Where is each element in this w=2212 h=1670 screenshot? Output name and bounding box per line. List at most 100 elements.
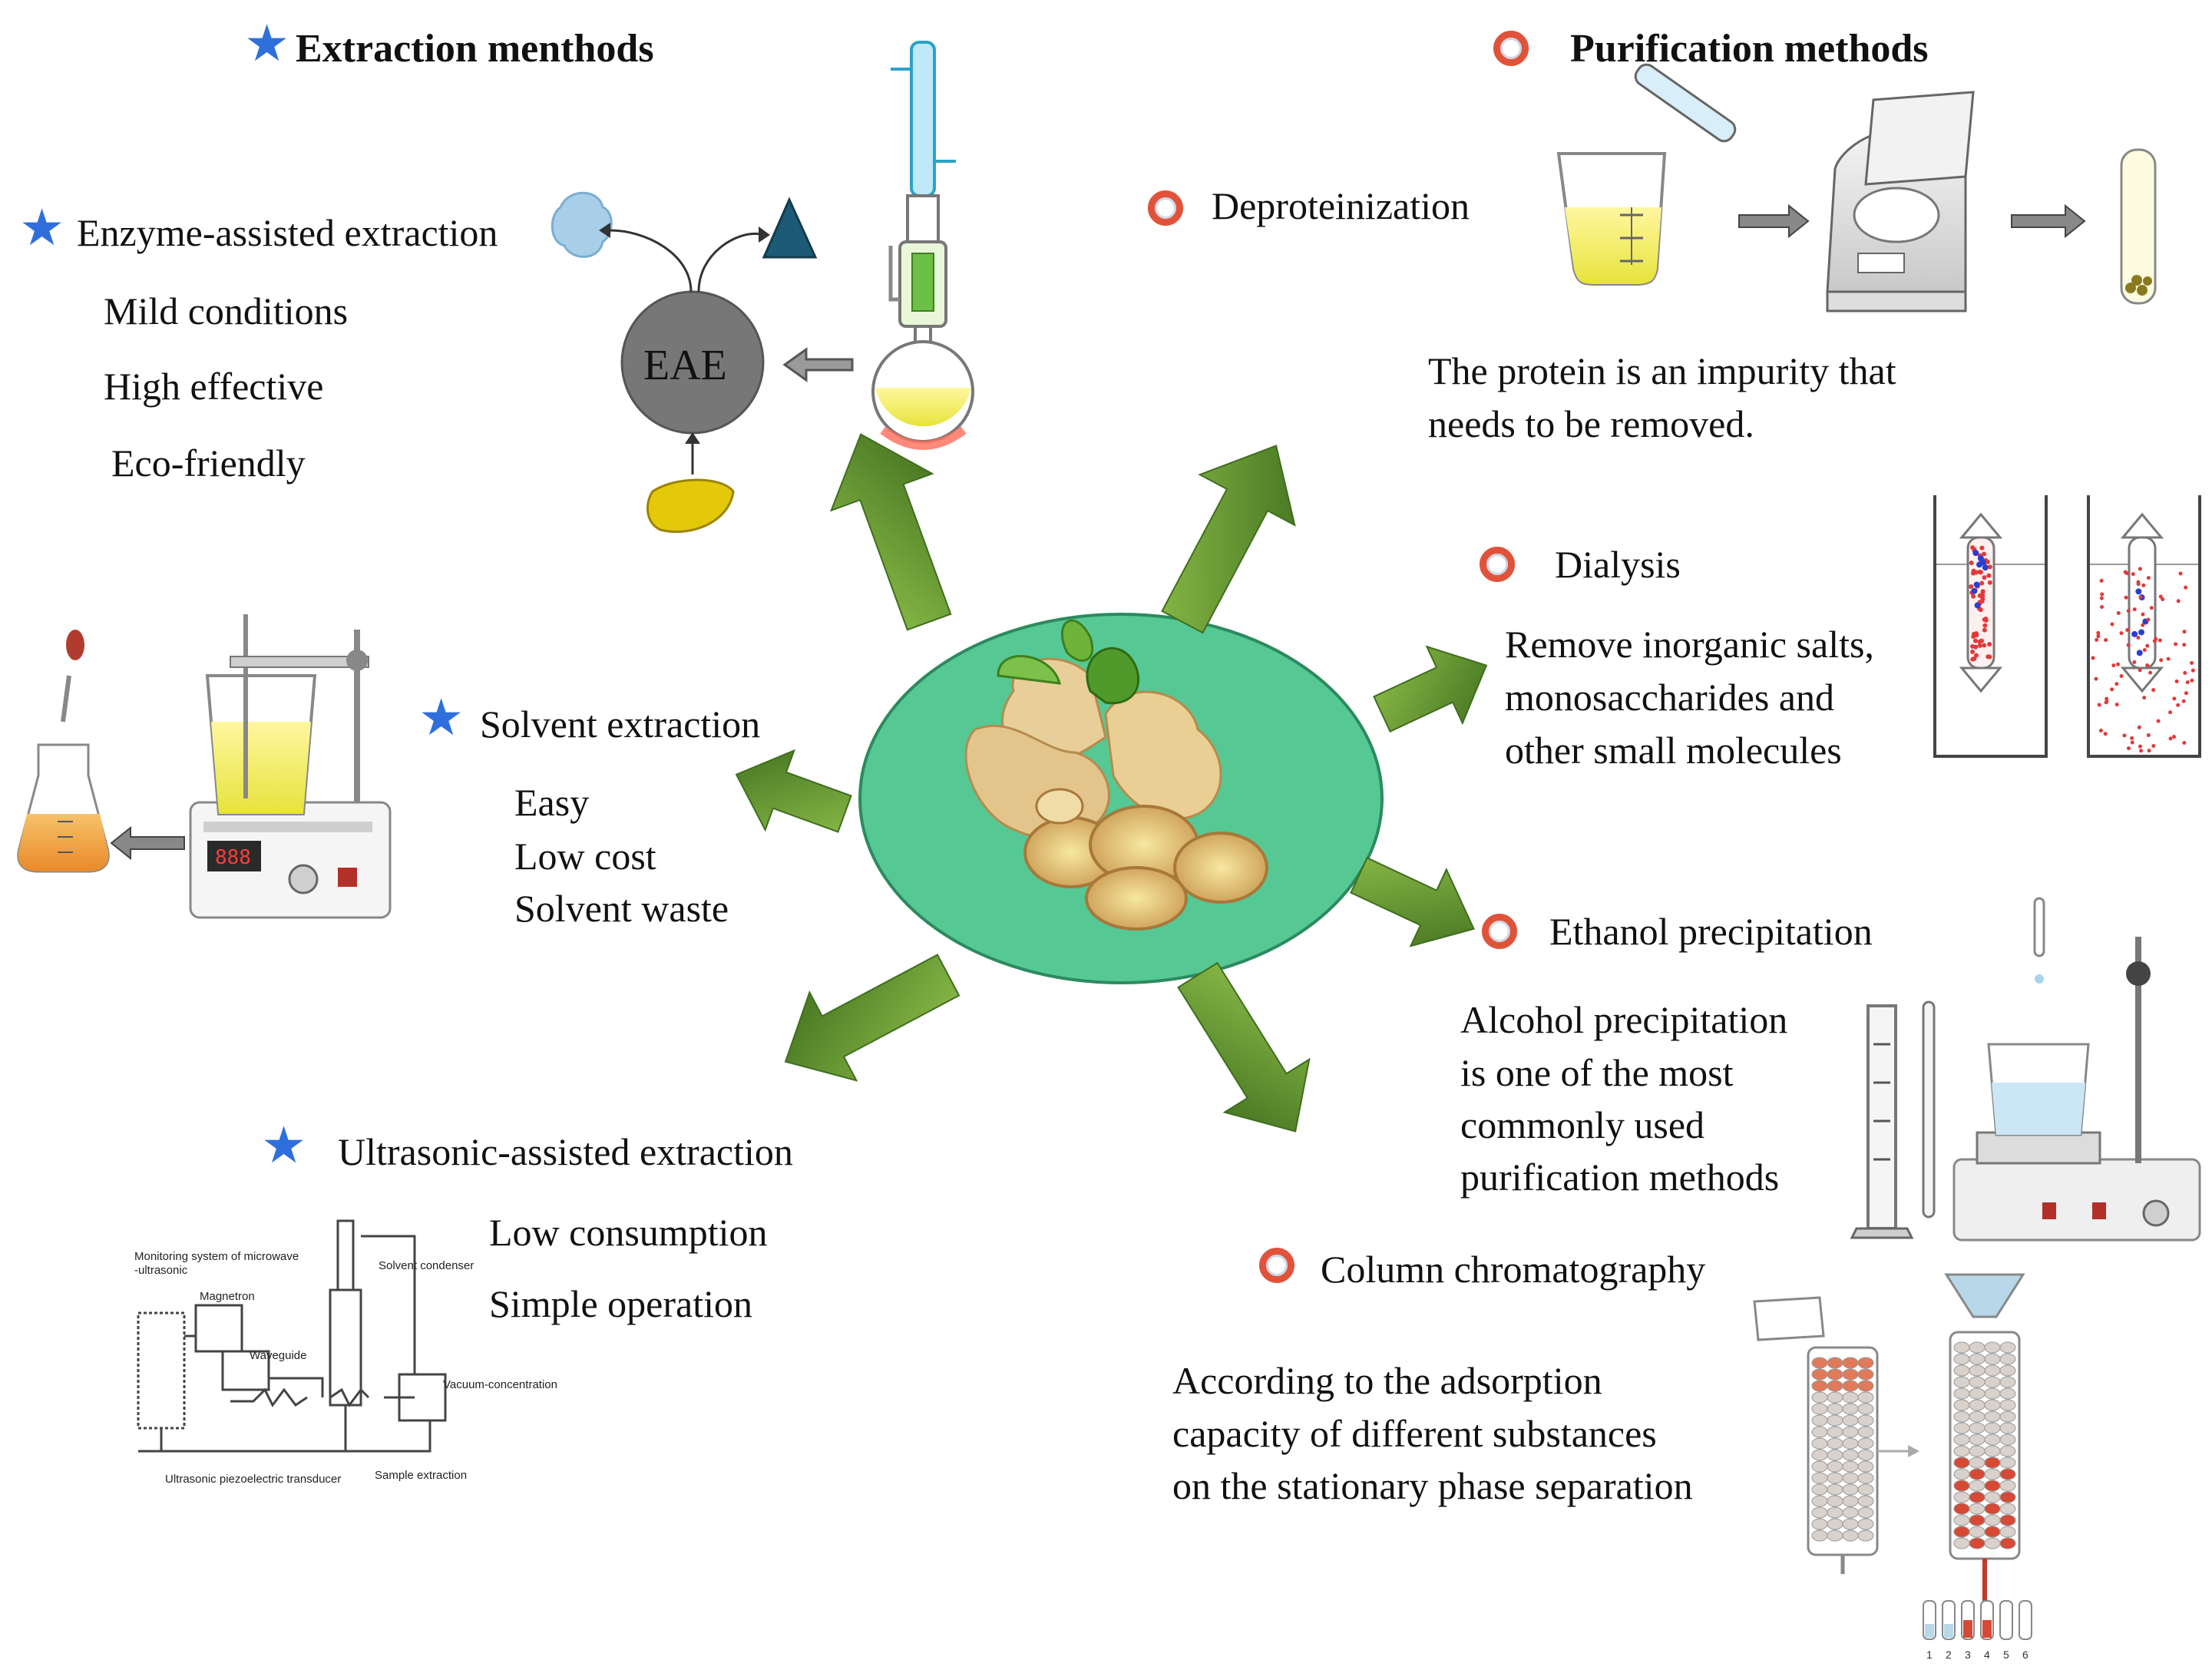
solute-dot bbox=[2145, 643, 2150, 648]
solute-dot bbox=[1982, 575, 1987, 580]
column-desc: on the stationary phase separation bbox=[1172, 1464, 1693, 1507]
solute-dot bbox=[2159, 658, 2164, 663]
macromolecule-dot bbox=[1974, 602, 1981, 609]
solute-dot bbox=[2176, 599, 2181, 604]
solute-dot bbox=[2148, 670, 2153, 675]
ethanol-title: Ethanol precipitation bbox=[1549, 910, 1873, 953]
solute-dot bbox=[2114, 682, 2119, 686]
solute-dot bbox=[2114, 703, 2119, 707]
solute-dot bbox=[1982, 643, 1987, 648]
enzyme-point: Eco-friendly bbox=[111, 441, 306, 484]
solute-dot bbox=[2104, 638, 2108, 643]
solute-dot bbox=[2130, 740, 2134, 745]
solute-dot bbox=[2103, 732, 2108, 736]
arrow-to-solvent bbox=[735, 749, 852, 833]
deproteinization-desc: needs to be removed. bbox=[1428, 402, 1754, 445]
solute-dot bbox=[2158, 594, 2163, 599]
arrow-to-column bbox=[1177, 961, 1311, 1133]
diagram-label-sample: Sample extraction bbox=[375, 1469, 468, 1482]
macromolecule-dot bbox=[1972, 550, 1979, 557]
solute-dot bbox=[1982, 623, 1988, 628]
enzyme-star-icon: ★ bbox=[19, 200, 65, 256]
dialysis-desc: other small molecules bbox=[1505, 729, 1842, 772]
solute-dot bbox=[1982, 551, 1987, 557]
solute-dot bbox=[2098, 728, 2103, 732]
solute-dot bbox=[2174, 642, 2178, 647]
solute-dot bbox=[2181, 699, 2186, 703]
solute-dot bbox=[2110, 687, 2114, 692]
solute-dot bbox=[1971, 594, 1976, 599]
solute-dot bbox=[1974, 630, 1979, 636]
solute-dot bbox=[2142, 648, 2147, 653]
solute-dot bbox=[1987, 580, 1992, 585]
arrow-to-enzyme bbox=[829, 433, 952, 631]
solute-dot bbox=[2119, 673, 2124, 678]
solute-dot bbox=[2182, 741, 2187, 746]
diagram-label-condenser: Solvent condenser bbox=[379, 1259, 474, 1272]
solute-dot bbox=[2168, 736, 2173, 741]
solute-dot bbox=[2182, 643, 2187, 647]
macromolecule-dot bbox=[2138, 629, 2145, 636]
ultrasonic-title: Ultrasonic-assisted extraction bbox=[338, 1130, 793, 1173]
arrow-to-ultrasonic bbox=[784, 954, 961, 1082]
solute-dot bbox=[2126, 746, 2131, 751]
solute-dot bbox=[1973, 653, 1979, 658]
solute-dot bbox=[2191, 668, 2195, 673]
solute-dot bbox=[2119, 631, 2124, 636]
solute-dot bbox=[2190, 678, 2194, 683]
diagram-label-vacuum: Vacuum-concentration bbox=[443, 1378, 557, 1391]
solvent-point: Solvent waste bbox=[514, 887, 729, 930]
solute-dot bbox=[2111, 663, 2116, 668]
solute-dot bbox=[2151, 744, 2156, 749]
ethanol-desc: Alcohol precipitation bbox=[1460, 998, 1788, 1041]
solute-dot bbox=[2132, 660, 2137, 664]
solute-dot bbox=[2141, 583, 2146, 587]
macromolecule-dot bbox=[1973, 581, 1980, 588]
macromolecule-dot bbox=[1976, 561, 1983, 568]
solvent-star-icon: ★ bbox=[418, 690, 465, 746]
diagram-label-monitoring: -ultrasonic bbox=[134, 1264, 188, 1277]
solute-dot bbox=[2145, 663, 2150, 668]
diagram-label-transducer: Ultrasonic piezoelectric transducer bbox=[165, 1473, 342, 1486]
solute-dot bbox=[2154, 637, 2158, 641]
macromolecule-dot bbox=[1971, 587, 1978, 594]
ultrasonic-point: Low consumption bbox=[489, 1211, 768, 1254]
solute-dot bbox=[2147, 749, 2151, 753]
macromolecule-dot bbox=[2131, 630, 2138, 637]
solute-dot bbox=[2116, 610, 2121, 615]
solute-dot bbox=[2149, 606, 2154, 610]
solute-dot bbox=[1972, 638, 1978, 643]
solute-dot bbox=[2171, 735, 2176, 739]
solute-dot bbox=[2161, 597, 2165, 601]
svg-text:888: 888 bbox=[215, 846, 251, 869]
solute-dot bbox=[2138, 595, 2143, 600]
solute-dot bbox=[2136, 582, 2141, 587]
solute-dot bbox=[2176, 703, 2181, 707]
solute-dot bbox=[2100, 592, 2105, 597]
solute-dot bbox=[2178, 571, 2183, 576]
solute-dot bbox=[1987, 564, 1992, 570]
solute-dot bbox=[2125, 628, 2130, 633]
solute-dot bbox=[2138, 668, 2142, 673]
solute-dot bbox=[1973, 570, 1979, 575]
dialysis-desc: monosaccharides and bbox=[1505, 676, 1835, 719]
solute-dot bbox=[2142, 696, 2147, 700]
macromolecule-dot bbox=[1982, 564, 1989, 571]
dialysis-ring-icon bbox=[1480, 547, 1515, 582]
solute-dot bbox=[2174, 679, 2179, 683]
ultrasonic-point: Simple operation bbox=[489, 1282, 752, 1325]
solute-dot bbox=[2182, 630, 2187, 634]
column-ring-icon bbox=[1259, 1248, 1294, 1283]
solvent-apparatus: 888 bbox=[17, 614, 392, 919]
ethanol-desc: purification methods bbox=[1460, 1156, 1780, 1199]
solute-dot bbox=[2110, 622, 2114, 627]
solute-dot bbox=[1978, 570, 1983, 575]
ultrasonic-star-icon: ★ bbox=[261, 1118, 307, 1174]
solute-dot bbox=[1986, 654, 1991, 660]
solute-dot bbox=[2138, 744, 2142, 749]
solute-dot bbox=[2124, 595, 2128, 600]
ethanol-ring-icon bbox=[1482, 914, 1517, 949]
solute-dot bbox=[1969, 561, 1974, 566]
solute-dot bbox=[2131, 572, 2135, 577]
arrow-to-dialysis bbox=[1373, 645, 1488, 732]
